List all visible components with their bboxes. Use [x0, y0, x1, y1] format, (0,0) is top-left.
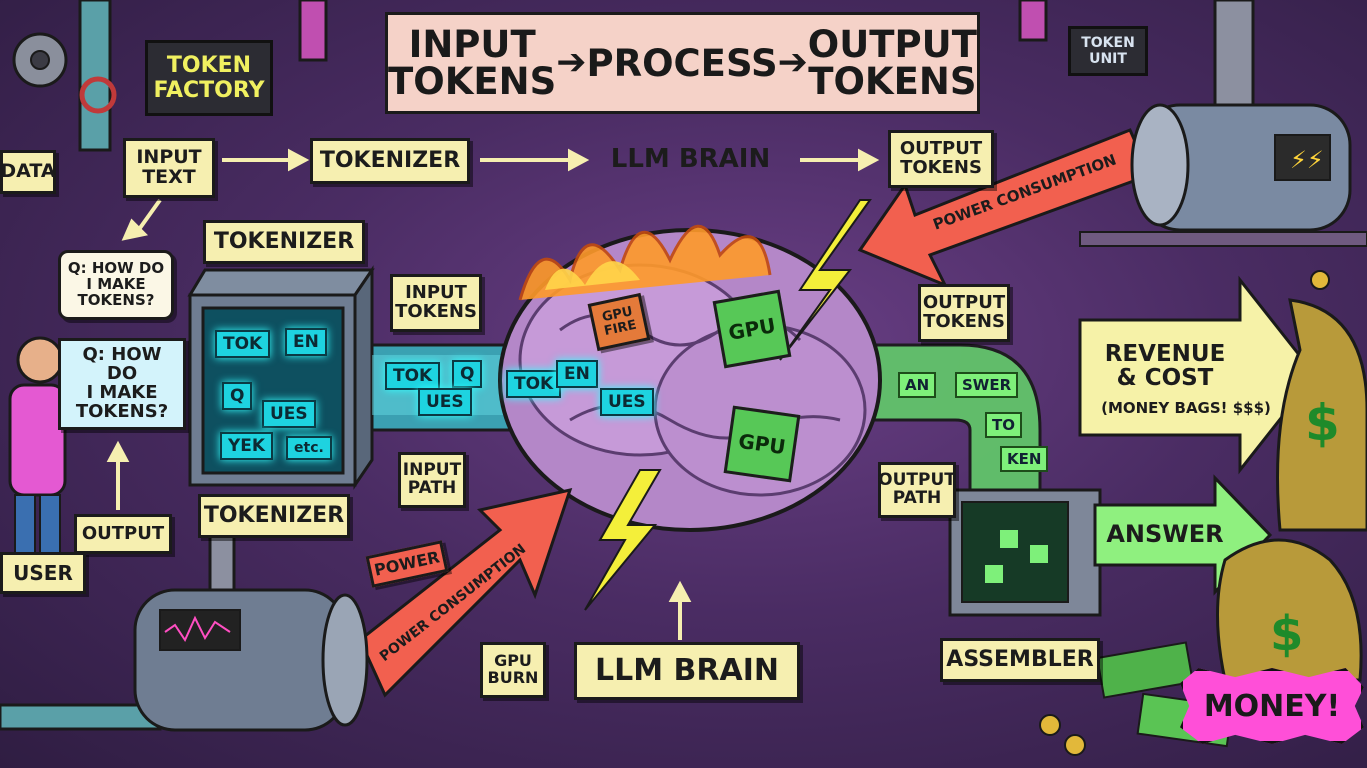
banner-process: PROCESS	[586, 41, 778, 85]
tokenizer-token: TOK	[215, 330, 271, 358]
question-bubble-1: Q: HOW DO I MAKE TOKENS?	[58, 250, 174, 320]
banner-arrow-1: ➔	[556, 42, 587, 83]
input-pipe-token: TOK	[506, 370, 562, 398]
money-bags: $ $	[1039, 270, 1367, 756]
output-label: OUTPUT	[74, 514, 172, 554]
tokenizer-token: etc.	[286, 436, 332, 460]
output-pipe-token: TO	[985, 412, 1022, 438]
power-arrow-top	[857, 128, 1153, 288]
revenue-arrow	[1078, 275, 1317, 475]
gear-icon-top-left	[12, 32, 68, 88]
llm-brain-label: LLM BRAIN	[574, 642, 800, 700]
answer-label: ANSWER	[1106, 520, 1224, 549]
output-tokens-flow-label: OUTPUT TOKENS	[888, 130, 994, 188]
banner-output-tokens: OUTPUT TOKENS	[807, 23, 977, 103]
tokenizer-token: EN	[285, 328, 327, 356]
banner-input-tokens: INPUT TOKENS	[388, 23, 557, 103]
tokenizer-token: UES	[262, 400, 316, 428]
flow-arrows	[106, 148, 880, 640]
svg-text:⚡⚡: ⚡⚡	[1290, 146, 1324, 174]
tokenizer-machine	[187, 265, 375, 490]
tokenizer-bottom-label: TOKENIZER	[198, 494, 350, 538]
input-pipe-token: TOK	[385, 362, 441, 390]
llm-brain-flow-label: LLM BRAIN	[610, 144, 771, 175]
money-badge: MONEY!	[1180, 668, 1364, 744]
input-pipe-token: UES	[418, 388, 472, 416]
user-figure	[8, 336, 67, 556]
assembler-label: ASSEMBLER	[940, 638, 1100, 682]
tokenizer-token: Q	[222, 382, 253, 410]
tokenizer-token: YEK	[220, 432, 274, 460]
tokenizer-top-label: TOKENIZER	[203, 220, 365, 264]
banner-arrow-2: ➔	[777, 42, 808, 83]
title-banner: INPUT TOKENS ➔ PROCESS ➔ OUTPUT TOKENS	[385, 12, 980, 114]
gpu-chip: GPU	[723, 405, 801, 483]
svg-text:$: $	[1305, 394, 1340, 452]
svg-text:$: $	[1270, 606, 1303, 662]
output-tokens-label: OUTPUT TOKENS	[918, 284, 1010, 342]
input-text-label: INPUT TEXT	[123, 138, 215, 198]
output-pipe-token: AN	[898, 372, 937, 398]
gpu-burn-label: GPU BURN	[480, 642, 546, 698]
money-bags-label: (MONEY BAGS! $$$)	[1101, 399, 1271, 418]
input-path-label: INPUT PATH	[398, 452, 466, 508]
output-pipe-token: SWER	[955, 372, 1019, 398]
input-pipe-token: Q	[452, 360, 483, 388]
token-unit-sign: TOKEN UNIT	[1068, 26, 1148, 76]
valve-wheel-icon	[79, 76, 117, 114]
user-label: USER	[0, 552, 86, 594]
power-arrow-bottom	[358, 487, 573, 698]
motor-machine: ⚡⚡	[1079, 103, 1367, 247]
revenue-cost-label: REVENUE & COST	[1104, 340, 1226, 391]
output-path-label: OUTPUT PATH	[878, 462, 956, 518]
input-tokens-label: INPUT TOKENS	[390, 274, 482, 332]
input-pipe-token: UES	[600, 388, 654, 416]
lightning-bolts	[584, 199, 872, 611]
tokenizer-flow-label: TOKENIZER	[310, 138, 470, 184]
question-bubble-2: Q: HOW DO I MAKE TOKENS?	[58, 338, 186, 430]
assembler-monitor	[948, 488, 1102, 617]
output-pipe-token: KEN	[1000, 446, 1049, 472]
input-pipe-token: EN	[556, 360, 598, 388]
gpu-chip: GPU	[712, 289, 792, 369]
generator-machine	[133, 588, 369, 732]
data-label: DATA	[0, 150, 56, 194]
token-factory-sign: TOKEN FACTORY	[145, 40, 273, 116]
